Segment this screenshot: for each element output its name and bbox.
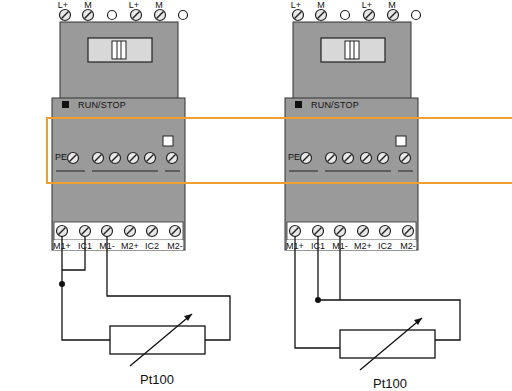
part-label: Pt100 xyxy=(373,377,407,390)
terminal-label: RUN/STOP xyxy=(78,101,126,110)
wire xyxy=(62,236,230,340)
terminal-label: M1+ xyxy=(286,242,304,251)
resistor-symbol xyxy=(340,318,435,370)
junction-dot xyxy=(315,297,321,303)
terminal-label: IC2 xyxy=(145,242,159,251)
terminal-label: M2+ xyxy=(354,242,372,251)
highlight-frame xyxy=(47,118,512,183)
logo-module xyxy=(285,4,421,250)
terminal-label: L+ xyxy=(58,1,68,10)
part-label: Pt100 xyxy=(140,373,174,386)
terminal-label: L+ xyxy=(362,1,372,10)
terminal-label: M xyxy=(317,1,325,10)
terminal-label: M xyxy=(388,1,396,10)
terminal-label: RUN/STOP xyxy=(311,101,359,110)
terminal-label: PE xyxy=(288,153,300,162)
resistor-symbol xyxy=(110,314,205,366)
terminal-label: L+ xyxy=(291,1,301,10)
terminal-label: M2+ xyxy=(121,242,139,251)
terminal-label: M1- xyxy=(99,242,115,251)
junction-dot xyxy=(59,281,65,287)
terminal-label: IC1 xyxy=(78,242,92,251)
terminal-label: IC1 xyxy=(311,242,325,251)
terminal-label: PE xyxy=(55,153,67,162)
terminal-label: M xyxy=(155,1,163,10)
terminal-label: L+ xyxy=(129,1,139,10)
logo-module xyxy=(52,4,188,250)
terminal-label: M2- xyxy=(400,242,416,251)
terminal-label: M xyxy=(84,1,92,10)
terminal-label: IC2 xyxy=(378,242,392,251)
terminal-label: M1+ xyxy=(53,242,71,251)
terminal-label: M2- xyxy=(167,242,183,251)
terminal-label: M1- xyxy=(332,242,348,251)
